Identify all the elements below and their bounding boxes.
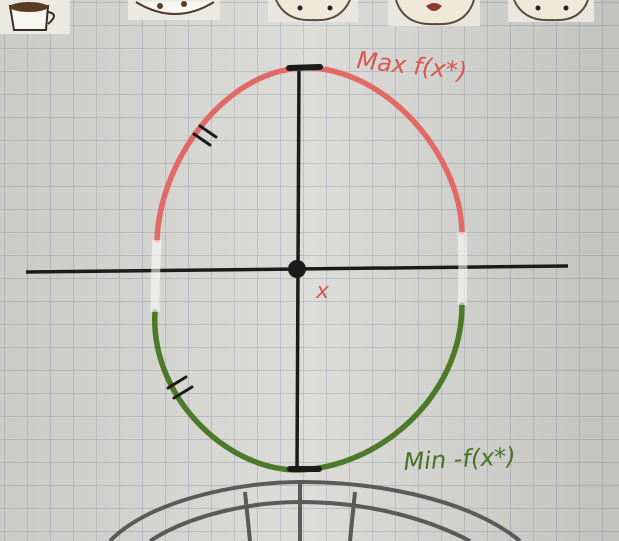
cartoon-bear-sticker-2 — [388, 0, 480, 26]
right-gap-mark — [457, 231, 468, 306]
turtle-shell-drawing — [108, 479, 522, 541]
lower-tick-marks — [166, 375, 194, 400]
cartoon-bear-sticker-3 — [508, 0, 594, 22]
origin-point — [288, 260, 306, 278]
cartoon-bear-sticker — [268, 0, 358, 22]
upper-tick-marks — [192, 124, 218, 147]
x-marker-label: x — [315, 279, 330, 304]
coffee-cup-sticker — [0, 0, 70, 34]
left-gap-mark — [150, 239, 162, 313]
max-point-cap — [286, 64, 323, 71]
min-label: Min -f(x*) — [403, 442, 517, 476]
dessert-bowl-sticker — [128, 0, 220, 20]
